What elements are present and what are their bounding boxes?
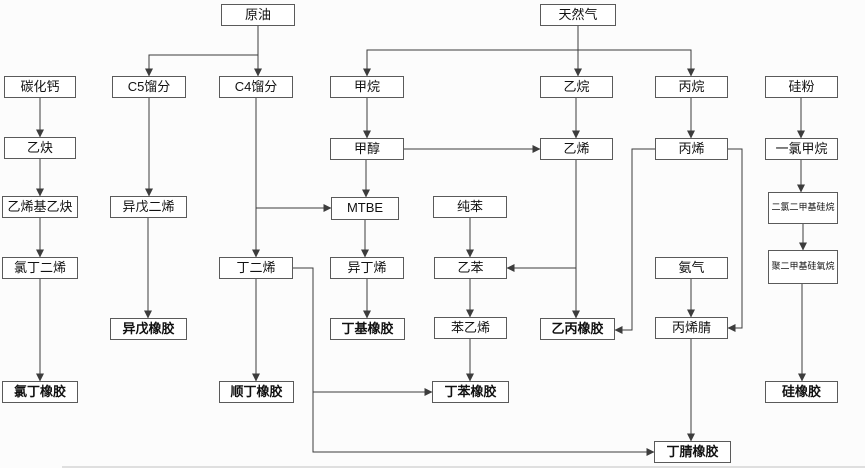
node-mtbe: MTBE [331, 197, 399, 220]
node-dimethyldichlorosilane: 二氯二甲基硅烷 [768, 192, 838, 224]
node-cis-butadiene-rubber: 顺丁橡胶 [219, 381, 294, 403]
node-chloromethane: 一氯甲烷 [765, 138, 838, 160]
node-ammonia: 氨气 [655, 257, 728, 279]
node-sbr-rubber: 丁苯橡胶 [432, 381, 509, 403]
node-crude-oil: 原油 [221, 4, 295, 26]
node-c4-fraction: C4馏分 [219, 76, 293, 98]
node-silicon-powder: 硅粉 [765, 76, 838, 98]
edge-propylene-to-acrylonitrile [727, 148, 743, 332]
node-natural-gas: 天然气 [540, 4, 616, 26]
node-isoprene-rubber: 异戊橡胶 [110, 318, 187, 340]
edge-propylene-to-epr-rubber [614, 148, 655, 334]
edge-crude-oil-to-c5-fraction [145, 54, 258, 77]
node-polydimethylsiloxane: 聚二甲基硅氧烷 [768, 250, 838, 284]
node-epr-rubber: 乙丙橡胶 [540, 318, 615, 340]
node-methanol: 甲醇 [330, 138, 404, 160]
node-vinylacetylene: 乙烯基乙炔 [2, 196, 78, 218]
node-ethylene: 乙烯 [540, 138, 613, 160]
node-propane: 丙烷 [655, 76, 728, 98]
node-calcium-carbide: 碳化钙 [4, 76, 76, 98]
node-benzene: 纯苯 [433, 196, 507, 218]
node-acrylonitrile: 丙烯腈 [655, 317, 728, 339]
node-butadiene: 丁二烯 [219, 257, 293, 279]
edge-natural-gas-to-propane [578, 49, 695, 77]
edge-natural-gas-to-methane [363, 49, 578, 77]
node-silicone-rubber: 硅橡胶 [765, 381, 838, 403]
node-propylene: 丙烯 [655, 138, 728, 160]
node-styrene: 苯乙烯 [434, 317, 507, 339]
node-acetylene: 乙炔 [4, 137, 76, 159]
node-chloroprene: 氯丁二烯 [2, 257, 78, 279]
node-methane: 甲烷 [330, 76, 404, 98]
node-butyl-rubber: 丁基橡胶 [330, 318, 405, 340]
node-chloroprene-rubber: 氯丁橡胶 [2, 381, 78, 403]
node-isoprene: 异戊二烯 [110, 196, 187, 218]
node-c5-fraction: C5馏分 [112, 76, 186, 98]
node-isobutylene: 异丁烯 [330, 257, 404, 279]
node-nbr-rubber: 丁腈橡胶 [654, 441, 731, 463]
node-ethane: 乙烷 [540, 76, 613, 98]
node-ethylbenzene: 乙苯 [434, 257, 507, 279]
